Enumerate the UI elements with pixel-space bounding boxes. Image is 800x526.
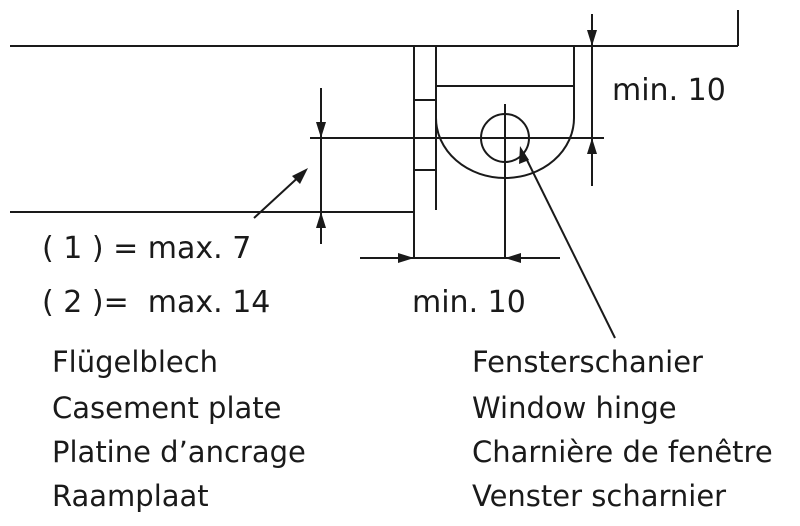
legend-right-fr: Charnière de fenêtre — [472, 435, 773, 469]
leader-hinge — [522, 151, 616, 339]
legend-left-nl: Raamplaat — [52, 479, 209, 513]
dim-label-bottom: min. 10 — [412, 285, 526, 320]
dim-label-top-right: min. 10 — [612, 73, 726, 108]
legend-left-en: Casement plate — [52, 391, 281, 425]
arrow-tr-top — [587, 30, 597, 46]
arrow-left-bottom — [316, 212, 326, 228]
legend-right-nl: Venster scharnier — [472, 479, 726, 513]
legend-right-de: Fensterschanier — [472, 345, 703, 379]
legend-left-fr: Platine d’ancrage — [52, 435, 306, 469]
arrow-bottom-right — [505, 253, 521, 263]
arrow-left-top — [316, 122, 326, 138]
legend-left-de: Flügelblech — [52, 345, 218, 379]
legend-right-en: Window hinge — [472, 391, 677, 425]
leader-casement — [253, 171, 305, 219]
dim-note-1: ( 1 ) = max. 7 — [42, 231, 251, 266]
arrow-bottom-left — [398, 253, 414, 263]
dim-note-2: ( 2 )= max. 14 — [42, 285, 270, 320]
arrow-leader-casement — [292, 168, 308, 184]
arrow-leader-hinge — [519, 146, 529, 164]
arrow-tr-bottom — [587, 138, 597, 154]
